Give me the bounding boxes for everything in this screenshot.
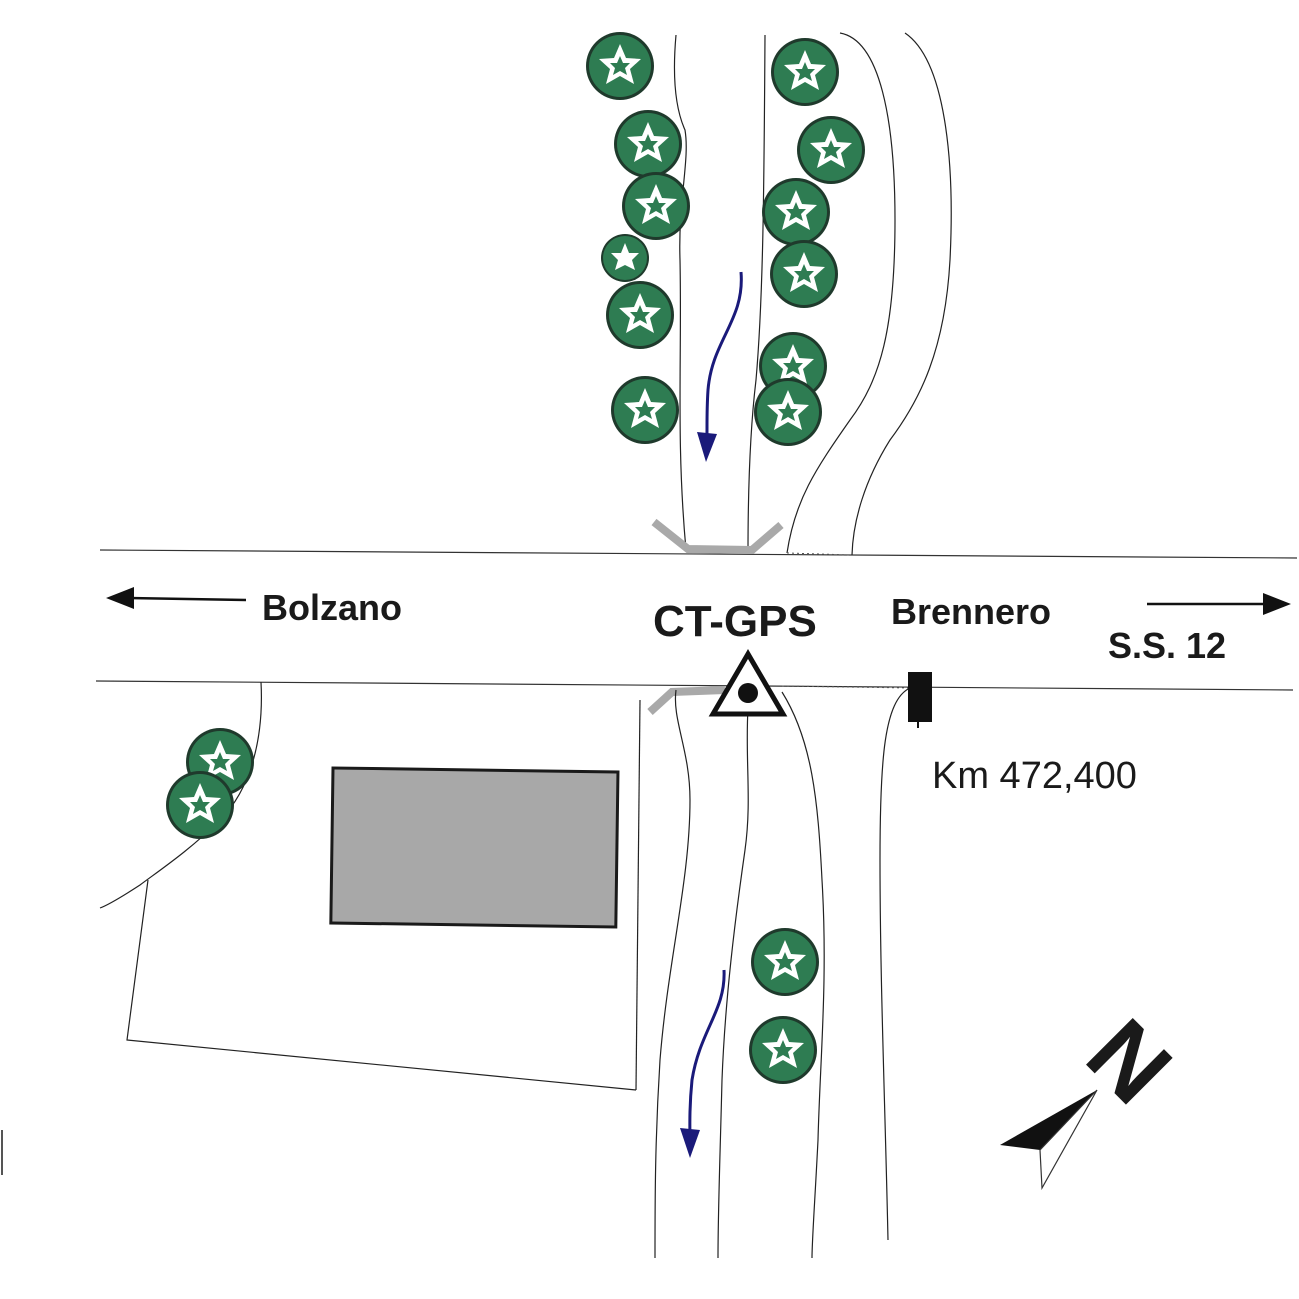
south-bridge [647, 686, 726, 715]
creek-flow-arrow-south [680, 969, 726, 1158]
tree-icon [797, 116, 865, 184]
label-station: CT-GPS [653, 597, 817, 646]
building [329, 766, 620, 929]
tree-icon [586, 32, 654, 100]
triangle-dot-icon [708, 649, 788, 717]
main-road [95, 549, 1298, 691]
label-km: Km 472,400 [932, 755, 1137, 797]
north-bridge [651, 518, 784, 555]
tree-icon [770, 240, 838, 308]
south-creek [654, 685, 911, 1259]
tree-icon [762, 178, 830, 246]
creek-flow-arrow-north [697, 271, 743, 462]
tree-icon [771, 38, 839, 106]
north-creek [673, 34, 766, 553]
tree-icon [754, 378, 822, 446]
tree-icon [749, 1016, 817, 1084]
label-brennero: Brennero [891, 591, 1052, 632]
label-road: S.S. 12 [1108, 625, 1227, 666]
tree-icon [611, 376, 679, 444]
arrow-to-bolzano [106, 587, 247, 609]
kilometer-post-icon [908, 672, 932, 728]
tree-icon [751, 928, 819, 996]
tree-icon [166, 771, 234, 839]
tree-icon [614, 110, 682, 178]
tree-icon [601, 234, 649, 282]
land-parcel [99, 681, 641, 1091]
north-lane [786, 32, 952, 556]
north-arrow-icon [1000, 1089, 1098, 1191]
tree-icon [622, 172, 690, 240]
tree-icon [606, 281, 674, 349]
label-bolzano: Bolzano [262, 587, 402, 628]
arrow-to-brennero [1147, 593, 1291, 615]
